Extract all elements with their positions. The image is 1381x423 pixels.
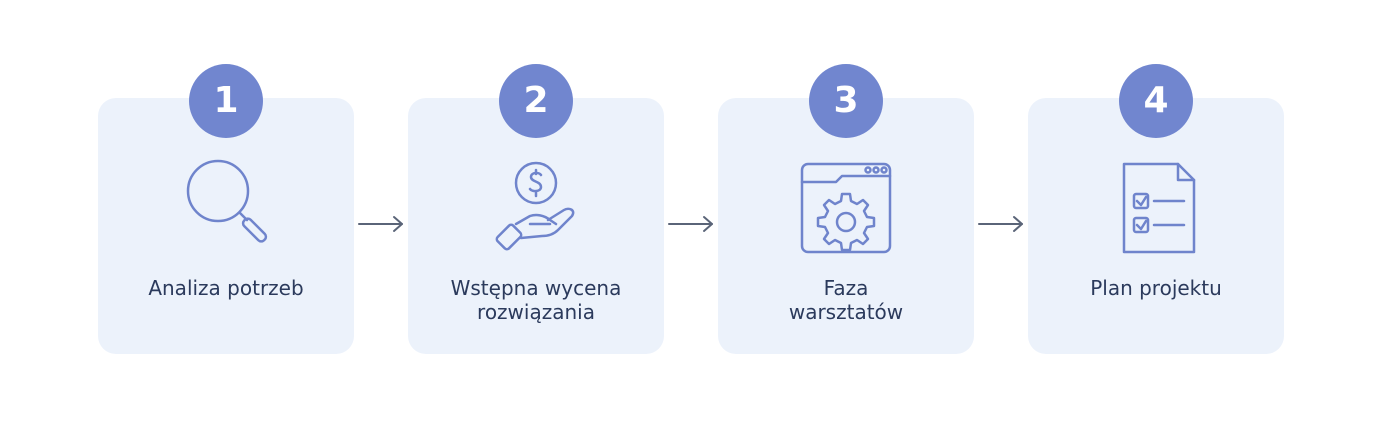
- arrow-right-icon: [978, 214, 1024, 234]
- step-label: Faza warsztatów: [728, 276, 964, 324]
- magnifier-icon: [176, 158, 276, 258]
- hand-coin-icon: [486, 158, 586, 258]
- step-card-3: 3 Faza warsztatów: [718, 64, 974, 354]
- arrow-right-icon: [668, 214, 714, 234]
- browser-gear-icon: [796, 158, 896, 258]
- step-card-2: 2 Wstępna wycena rozwiązania: [408, 64, 664, 354]
- step-number-badge: 3: [809, 64, 883, 138]
- checklist-document-icon: [1106, 158, 1206, 258]
- step-label-line-1: Wstępna wycena: [450, 276, 622, 300]
- step-label: Analiza potrzeb: [148, 276, 304, 300]
- step-number-badge: 2: [499, 64, 573, 138]
- step-card-4: 4 Plan projektu: [1028, 64, 1284, 354]
- arrow-right-icon: [358, 214, 404, 234]
- step-number-badge: 1: [189, 64, 263, 138]
- step-label-line-2: warsztatów: [788, 300, 904, 324]
- step-label-line-2: rozwiązania: [477, 300, 595, 324]
- step-number-badge: 4: [1119, 64, 1193, 138]
- step-label-line-1: Faza: [823, 276, 869, 300]
- step-label: Wstępna wycena rozwiązania: [418, 276, 654, 324]
- step-label: Plan projektu: [1090, 276, 1222, 300]
- step-card-1: 1 Analiza potrzeb: [98, 64, 354, 354]
